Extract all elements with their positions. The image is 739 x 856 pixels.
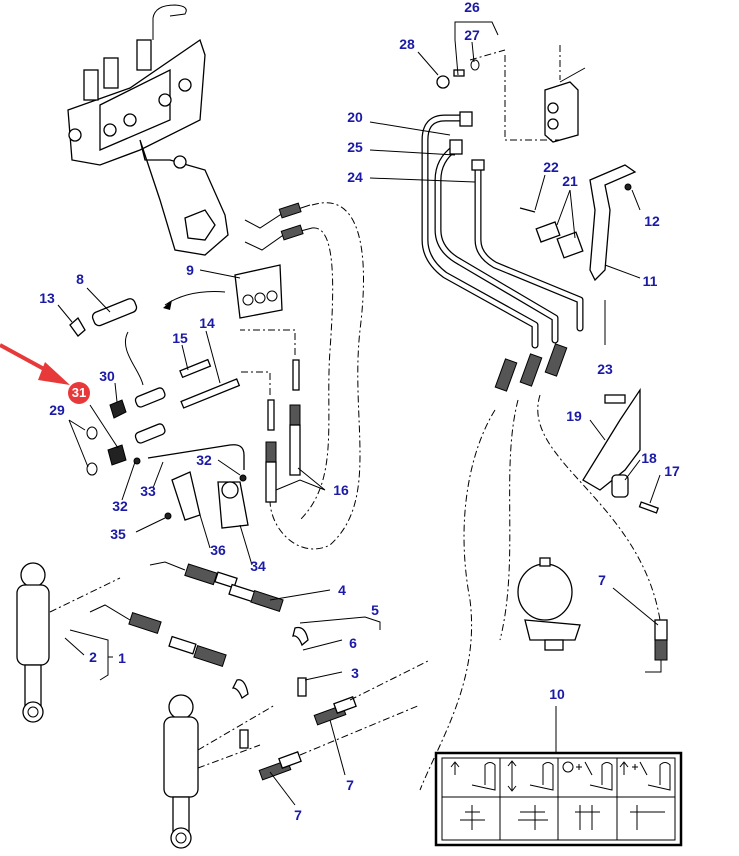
decal-col-1 [450, 761, 496, 830]
brackets-right [519, 164, 659, 514]
part-label-2[interactable]: 2 [89, 649, 97, 665]
hose-pair-top [244, 202, 364, 550]
lift-cylinder-right [163, 694, 199, 849]
part-label-27[interactable]: 27 [464, 27, 480, 43]
part-label-5[interactable]: 5 [371, 602, 379, 618]
cylinder-hoses [49, 561, 431, 781]
accumulator [517, 557, 581, 651]
part-label-16[interactable]: 16 [333, 482, 349, 498]
left-small-parts [69, 298, 249, 529]
highlight-arrow [0, 343, 70, 385]
part-label-22[interactable]: 22 [543, 159, 559, 175]
decal-col-4 [619, 761, 671, 830]
part-label-10[interactable]: 10 [549, 686, 565, 702]
part-label-29[interactable]: 29 [49, 402, 65, 418]
rigid-pipes [419, 111, 661, 791]
hose-right-7 [645, 619, 668, 673]
lift-cylinder-left [16, 562, 50, 723]
part-label-15[interactable]: 15 [172, 330, 188, 346]
part-label-9[interactable]: 9 [186, 262, 194, 278]
part-label-14[interactable]: 14 [199, 315, 215, 331]
selector-valve [436, 45, 586, 143]
part-label-4[interactable]: 4 [338, 582, 346, 598]
part-label-31-highlighted[interactable]: 31 [68, 382, 90, 404]
part-label-3[interactable]: 3 [351, 665, 359, 681]
part-label-7-mid[interactable]: 7 [346, 777, 354, 793]
part-label-18[interactable]: 18 [641, 450, 657, 466]
part-label-25[interactable]: 25 [347, 139, 363, 155]
part-label-12[interactable]: 12 [644, 213, 660, 229]
part-label-33[interactable]: 33 [140, 483, 156, 499]
part-label-8[interactable]: 8 [76, 271, 84, 287]
seal-kit-bag [163, 264, 283, 319]
part-label-23[interactable]: 23 [597, 361, 613, 377]
leader-lines [57, 21, 661, 806]
part-label-7-bottom[interactable]: 7 [294, 807, 302, 823]
part-label-6[interactable]: 6 [349, 635, 357, 651]
part-label-17[interactable]: 17 [664, 463, 680, 479]
part-label-32-right[interactable]: 32 [196, 452, 212, 468]
part-label-36[interactable]: 36 [210, 542, 226, 558]
part-label-20[interactable]: 20 [347, 109, 363, 125]
part-label-24[interactable]: 24 [347, 169, 363, 185]
decal-col-2 [507, 760, 554, 830]
control-valve-assembly [67, 4, 229, 256]
part-label-32-left[interactable]: 32 [112, 498, 128, 514]
part-label-35[interactable]: 35 [110, 526, 126, 542]
part-label-19[interactable]: 19 [566, 408, 582, 424]
part-label-13[interactable]: 13 [39, 290, 55, 306]
vertical-fittings [240, 329, 301, 503]
part-label-34[interactable]: 34 [250, 558, 266, 574]
decal-col-3 [562, 761, 613, 830]
part-label-30[interactable]: 30 [99, 368, 115, 384]
part-label-21[interactable]: 21 [562, 173, 578, 189]
part-label-11[interactable]: 11 [642, 273, 658, 289]
decal-panel [434, 751, 683, 847]
part-label-7-right[interactable]: 7 [598, 572, 606, 588]
part-label-28[interactable]: 28 [399, 36, 415, 52]
part-label-26[interactable]: 26 [464, 0, 480, 15]
part-label-1[interactable]: 1 [118, 650, 126, 666]
